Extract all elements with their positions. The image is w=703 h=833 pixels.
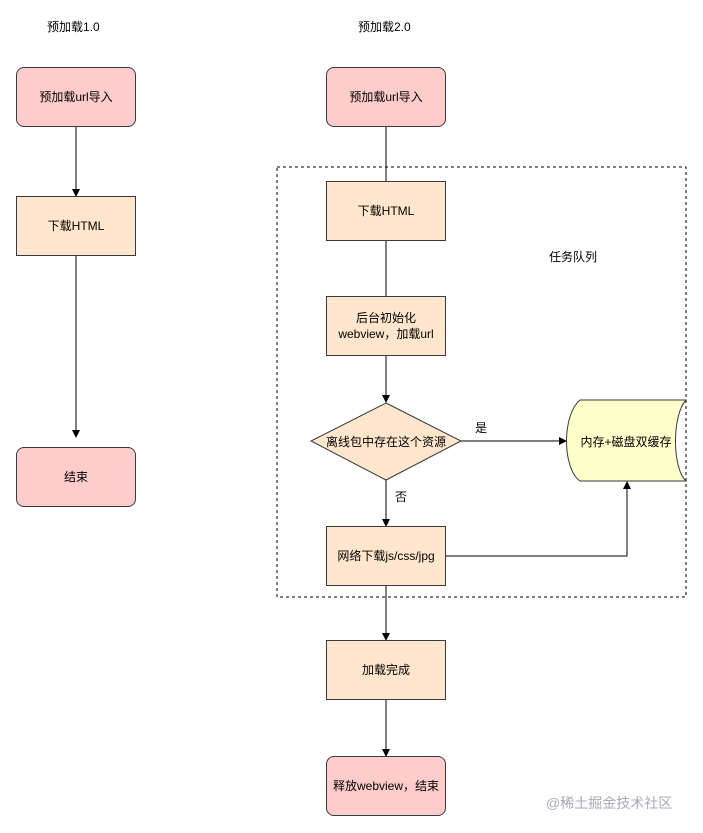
init-webview-node: 后台初始化 webview，加载url	[326, 296, 446, 356]
init-line-2: webview，加载url	[338, 327, 434, 341]
left-flow-title: 预加载1.0	[47, 20, 100, 34]
release-node: 释放webview，结束	[326, 756, 446, 816]
right-start-label: 预加载url导入	[349, 89, 423, 104]
cache-shape	[566, 399, 688, 482]
right-download-label: 下载HTML	[357, 203, 415, 218]
left-start-label: 预加载url导入	[39, 89, 113, 104]
load-done-label: 加载完成	[361, 662, 410, 677]
left-download-label: 下载HTML	[47, 218, 105, 233]
task-queue-label: 任务队列	[549, 250, 598, 264]
right-start-node: 预加载url导入	[326, 67, 446, 127]
release-label: 释放webview，结束	[332, 778, 440, 793]
edge-network-to-cache	[446, 481, 631, 557]
left-end-node: 结束	[16, 447, 136, 507]
right-download-node: 下载HTML	[326, 181, 446, 241]
left-start-node: 预加载url导入	[16, 67, 136, 127]
no-label: 否	[395, 490, 408, 504]
left-end-label: 结束	[63, 469, 88, 484]
decision-label: 离线包中存在这个资源	[325, 434, 446, 449]
cache-label: 内存+磁盘双缓存	[580, 434, 672, 449]
yes-label: 是	[475, 421, 488, 435]
left-download-node: 下载HTML	[16, 196, 136, 256]
network-download-label: 网络下载js/css/jpg	[337, 548, 435, 563]
load-done-node: 加载完成	[326, 640, 446, 700]
network-download-node: 网络下载js/css/jpg	[326, 526, 446, 586]
task-queue-boundary	[276, 166, 687, 598]
right-flow-title: 预加载2.0	[358, 20, 411, 34]
watermark: @稀土掘金技术社区	[546, 795, 673, 811]
init-line-1: 后台初始化	[355, 310, 416, 325]
